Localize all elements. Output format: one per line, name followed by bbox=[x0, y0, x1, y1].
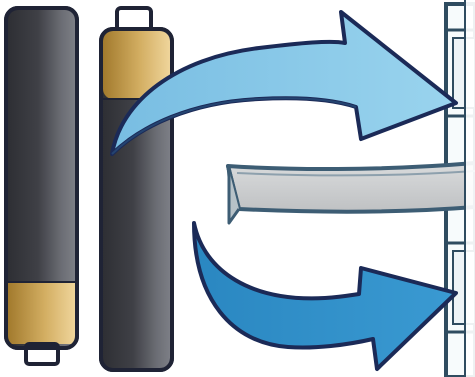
right-edge-strip bbox=[464, 0, 475, 377]
upper-curved-arrow bbox=[110, 10, 458, 156]
left-roller bbox=[4, 6, 79, 366]
lower-curved-arrow bbox=[192, 221, 458, 371]
middle-plate bbox=[226, 161, 475, 225]
right-roller bbox=[99, 6, 174, 372]
